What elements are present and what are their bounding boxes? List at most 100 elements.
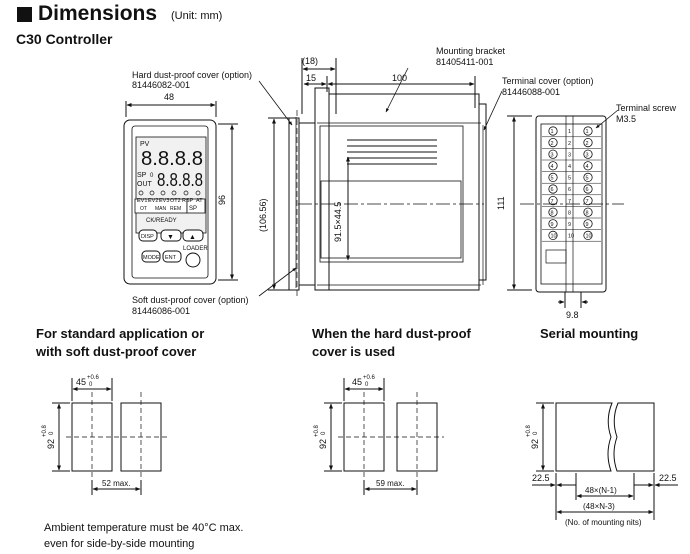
cutout3 (532, 402, 678, 520)
rear-view-labels: 111 9.8 Terminal screw M3.5 (496, 103, 677, 320)
terminal-screw-right (583, 184, 593, 194)
terminal-number-right: 5 (586, 176, 589, 182)
terminal-number-left: 2 (551, 141, 554, 147)
cutout3-total-dim: (48×N-3) (583, 502, 615, 511)
terminal-number-left: 5 (551, 176, 554, 182)
terminal-number-left: 7 (551, 199, 554, 205)
cutout2-pitch: 59 max. (376, 479, 404, 488)
indicator-rsp: RSP (182, 198, 194, 204)
indicator-ev3: EV3 (159, 198, 169, 204)
down-key[interactable]: ▼ (167, 234, 174, 241)
terminal-number-left: 8 (551, 210, 554, 216)
terminal-screw-right (583, 172, 593, 182)
heading-square-icon (17, 7, 32, 22)
terminal-cover-part: 81446088-001 (502, 87, 560, 97)
indicator-ev2: EV2 (148, 198, 158, 204)
cutout2-width: 45 (352, 377, 362, 387)
terminal-screw-right (583, 196, 593, 206)
soft-cover-part: 81446086-001 (132, 306, 190, 316)
pv-display: 8.8.8.8 (141, 148, 203, 170)
cutout3-height: 92 (530, 439, 540, 449)
sp-number: 0 (150, 173, 154, 179)
cutout2-tol-w-lower: 0 (365, 382, 369, 388)
mode-key[interactable]: MODE (143, 255, 160, 261)
cutout1-title-line1: For standard application or (36, 326, 204, 341)
page-title: Dimensions (38, 2, 158, 25)
disp-key[interactable]: DISP (141, 234, 154, 240)
cutout1-height: 92 (46, 439, 56, 449)
dim-91: 91.5×44.5 (333, 202, 343, 242)
cutout3-tol-h-lower: 0 (533, 431, 539, 435)
terminal-number-right: 2 (586, 141, 589, 147)
terminal-cover-label: Terminal cover (option) (502, 76, 594, 86)
terminal-screw-right (583, 161, 593, 171)
terminal-screw-left (548, 172, 558, 182)
hard-cover-label: Hard dust-proof cover (option) (132, 70, 252, 80)
dim-18: (18) (302, 56, 318, 66)
terminal-screw-right (583, 149, 593, 159)
front-panel-labels: PV 8.8.8.8 SP OUT 0 8.8.8.8 EV1 EV2 EV3 … (137, 92, 227, 261)
cutout1-tol-w-upper: +0.6 (87, 375, 100, 381)
dim-9-8: 9.8 (566, 310, 579, 320)
cutout-titles: For standard application or with soft du… (35, 326, 638, 359)
terminal-screw-right (583, 230, 593, 240)
cutout1-pitch: 52 max. (102, 479, 130, 488)
loader-label: LOADER (183, 246, 208, 252)
man-label: MAN (155, 206, 167, 212)
cutout1-title-line2: with soft dust-proof cover (35, 344, 196, 359)
terminal-number-right: 8 (586, 210, 589, 216)
terminal-label: 6 (568, 187, 571, 193)
terminal-screw-left (548, 149, 558, 159)
terminal-label: 4 (568, 164, 571, 170)
cutout3-edge-left: 22.5 (532, 473, 550, 483)
dim-111: 111 (496, 196, 506, 210)
hard-cover-part: 81446082-001 (132, 80, 190, 90)
sp-badge: SP (189, 206, 197, 212)
ck-ready-label: CK/READY (146, 218, 177, 224)
terminal-label: 2 (568, 141, 571, 147)
side-view (258, 58, 503, 298)
terminal-label: 7 (568, 199, 571, 205)
terminal-label: 8 (568, 210, 571, 216)
terminal-screw-left (548, 161, 558, 171)
terminal-number-right: 1 (586, 129, 589, 135)
ambient-note-line2: even for side-by-side mounting (44, 538, 194, 550)
ambient-note: Ambient temperature must be 40°C max. ev… (44, 522, 243, 550)
dim-100: 100 (392, 73, 407, 83)
indicator-ot2: OT2 (170, 198, 181, 204)
terminal-screw-left (548, 207, 558, 217)
terminal-number-right: 6 (586, 187, 589, 193)
cutout1-tol-w-lower: 0 (89, 382, 93, 388)
unit-note: (Unit: mm) (171, 10, 223, 22)
side-view-vents (347, 139, 437, 165)
cutout3-note: (No. of mounting nits) (565, 518, 642, 527)
pv-label: PV (140, 141, 150, 148)
dim-front-width: 48 (164, 92, 174, 102)
bracket-part: 81405411-001 (436, 57, 493, 67)
indicator-at: AT (196, 198, 203, 204)
cutout2-title-line1: When the hard dust-proof (312, 326, 472, 341)
up-key[interactable]: ▲ (189, 234, 196, 241)
cutout3-inner-dim: 48×(N-1) (585, 486, 617, 495)
side-view-labels: (18) 15 100 (106.56) 91.5×44.5 Hard dust… (132, 46, 594, 316)
cutout1-labels: 45 +0.6 0 92 +0.8 0 52 max. (42, 375, 130, 488)
terminal-screw-right (583, 207, 593, 217)
terminal-number-left: 1 (551, 129, 554, 135)
cutout1-tol-h-lower: 0 (49, 431, 55, 435)
terminal-screw-left (548, 184, 558, 194)
cutout2-height: 92 (318, 439, 328, 449)
terminal-number-right: 4 (586, 164, 589, 170)
terminal-number-left: 6 (551, 187, 554, 193)
cutout2-tol-w-upper: +0.6 (363, 375, 376, 381)
cutout3-title: Serial mounting (540, 326, 638, 341)
ent-key[interactable]: ENT (165, 255, 177, 261)
terminal-number-right: 7 (586, 199, 589, 205)
subtitle: C30 Controller (16, 31, 113, 47)
terminal-screw-label: Terminal screw (616, 103, 677, 113)
terminal-number-left: 3 (551, 152, 554, 158)
terminal-screw-right (583, 126, 593, 136)
terminal-label: 10 (568, 234, 574, 240)
terminal-number-left: 4 (551, 164, 554, 170)
terminal-number-left: 9 (551, 222, 554, 228)
